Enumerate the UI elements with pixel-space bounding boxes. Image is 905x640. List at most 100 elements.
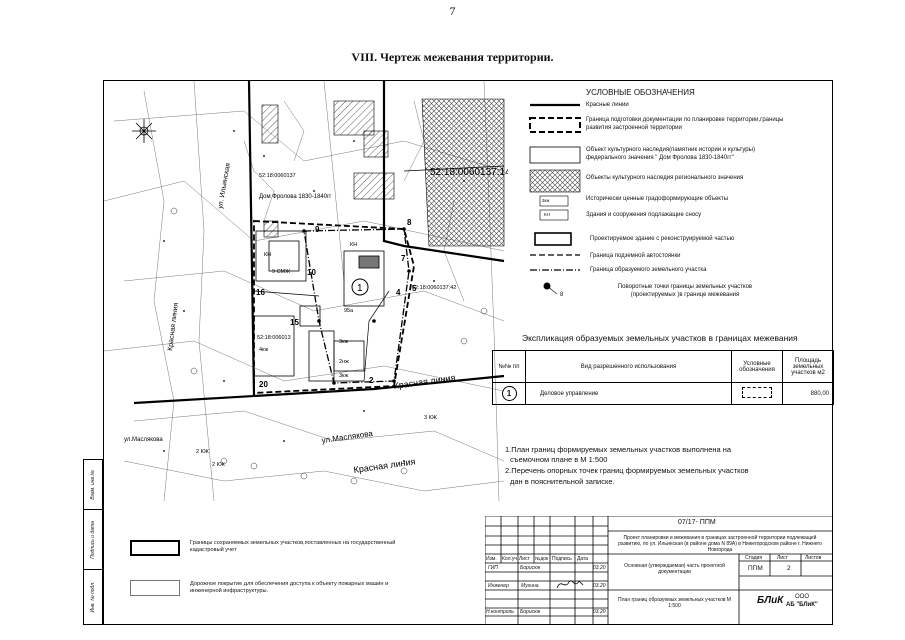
legend-symbol-box <box>130 540 180 556</box>
stamp-label: Взам. инв.№ <box>90 469 96 500</box>
tree-symbols <box>170 207 488 485</box>
red-line-label: Красная линия <box>393 372 456 391</box>
col-header: Дата <box>577 556 589 562</box>
point-label: 20 <box>259 380 268 389</box>
note-line: съемочном плане в М 1:500 <box>510 455 608 464</box>
building-label: 3кж <box>339 339 348 345</box>
note-line: 2.Перечень опорных точек границ формируе… <box>505 466 749 475</box>
company-line1: ООО <box>795 594 810 600</box>
building-label: КН <box>264 252 271 258</box>
building-label: КН <box>350 242 357 248</box>
company-logo: БЛиК <box>757 595 784 606</box>
note-line: 1.План границ формируемых земельных учас… <box>505 445 732 454</box>
building-label: 95а <box>344 308 354 314</box>
bottom-legend-label: Границы сохраняемых земельных участков,п… <box>190 540 396 553</box>
street-label: ул.Маслякова <box>321 429 374 445</box>
note-line: дан в пояснительной записке. <box>510 477 615 486</box>
point-label: 5 <box>412 284 417 293</box>
legend-item-label: Красные линии <box>586 102 629 108</box>
plot-number: 1 <box>357 283 363 294</box>
sheet-title: План границ образуемых земельных участко… <box>618 597 731 609</box>
bottom-legend-label: Дорожное покрытие для обеспечения доступ… <box>190 581 389 594</box>
legend-item-label: Объект культурного наследия(памятник ист… <box>586 147 755 161</box>
point-label: 4 <box>396 288 401 297</box>
page-number: 7 <box>449 4 456 18</box>
sheets-label: Листов <box>805 555 822 561</box>
frolov-house-label: Дом Фролова 1830-1840гг <box>259 194 332 200</box>
company-line2: АБ "БЛиК" <box>786 602 818 608</box>
legend-symbols <box>529 103 581 295</box>
table-cell: 1 <box>492 382 526 405</box>
building-label: 3кж <box>339 373 348 379</box>
table-header: №№ пп <box>492 350 526 383</box>
stamp-cell: Подпись и дата <box>84 510 102 570</box>
role: Инженер <box>488 583 509 589</box>
street-label: ул.Маслякова <box>124 437 163 443</box>
building-label: 2 КЖ <box>196 449 209 455</box>
legend-symbol-label: 8 <box>560 292 564 298</box>
col-header: Подпись <box>552 556 572 562</box>
point-label: 15 <box>290 318 299 327</box>
person-name: Мухина <box>521 583 539 589</box>
sheet-label: Лист <box>777 555 788 561</box>
legend-item-label: Поворотные точки границы земельных участ… <box>617 284 753 298</box>
role: ГИП <box>488 565 498 571</box>
legend-symbol-label: КН <box>544 212 550 217</box>
side-stamp: Взам. инв.№ Подпись и дата Инв. № подл. <box>83 459 103 625</box>
project-name: Проект планировки и межевания в границах… <box>618 535 822 553</box>
red-line-label: Красная линия <box>167 302 180 351</box>
sheet-value: 2 <box>787 565 791 572</box>
table-cell: 880,00 <box>782 382 834 405</box>
col-header: Изм. <box>486 556 497 562</box>
table-cell: Деловое управление <box>525 382 732 405</box>
cadastral-number: 52:18:0060137:42 <box>412 285 456 291</box>
street-label: ул. Ильинская <box>217 162 232 209</box>
legend-item-label: Проектируемое здание с реконструируемой … <box>590 236 735 242</box>
table-row: 1 Деловое управление 880,00 <box>492 382 834 405</box>
person-name: Борисюк <box>520 565 541 571</box>
stamp-label: Инв. № подл. <box>90 581 96 613</box>
legend-title: УСЛОВНЫЕ ОБОЗНАЧЕНИЯ <box>586 88 695 97</box>
point-label: 9 <box>315 225 320 234</box>
cadastral-number: 52:18:006013 <box>257 335 291 341</box>
table-cell <box>731 382 783 405</box>
building-label: 3 КЖ <box>424 415 437 421</box>
site-plan-map: 1 8 9 5 7 4 2 10 15 16 20 52:18:0060137:… <box>104 81 508 501</box>
project-code: 07/17- ППМ <box>678 519 716 526</box>
legend-item-label: Граница подготовки документации по плани… <box>586 117 784 131</box>
project-part: Основная (утверждаемая) часть проектной … <box>624 563 725 575</box>
page-title: VIII. Чертеж межевания территории. <box>351 50 554 64</box>
person-name: Борисюк <box>520 609 541 615</box>
point-label: 10 <box>307 268 316 277</box>
stage-label: Стадия <box>745 555 763 561</box>
cadastral-lines <box>253 165 505 382</box>
turning-points <box>302 227 411 385</box>
table-header: Условные обозначения <box>731 350 783 383</box>
point-label: 2 <box>369 376 374 385</box>
building-label: 4кж <box>259 347 268 353</box>
role: Н.контроль <box>486 609 514 615</box>
table-header: Вид разрешенного использования <box>525 350 732 383</box>
date: 03.20 <box>593 609 606 615</box>
point-label: 16 <box>256 288 265 297</box>
col-header: Лист <box>519 556 530 562</box>
cadastral-number: 52:18:0060137 <box>259 173 296 179</box>
legend-item-label: Граница образуемого земельного участка <box>590 267 707 273</box>
legend-item-label: Граница подземной автостоянки <box>590 253 681 259</box>
plot-boundary-symbol <box>742 387 772 398</box>
signature-icon <box>556 580 584 589</box>
col-header: Кол.уч <box>502 556 517 562</box>
north-arrow-icon <box>132 119 156 143</box>
col-header: №док <box>535 556 549 562</box>
cadastral-number-main: 52:18:0060137:14 <box>430 167 508 178</box>
legend-item-label: Исторически ценные градоформирующие объе… <box>586 196 729 202</box>
survey-points <box>163 130 465 462</box>
stage-value: ППМ <box>748 565 763 572</box>
stamp-cell: Взам. инв.№ <box>84 460 102 510</box>
explication-title: Экспликация образуемых земельных участко… <box>522 333 798 343</box>
buildings <box>253 230 385 382</box>
building-label: 9 СМЖ <box>272 269 290 275</box>
building-label: 2 КЖ <box>212 462 225 468</box>
date: 03.20 <box>593 583 606 589</box>
legend-item-label: Здания и сооружения подлажащие сносу <box>586 212 702 218</box>
